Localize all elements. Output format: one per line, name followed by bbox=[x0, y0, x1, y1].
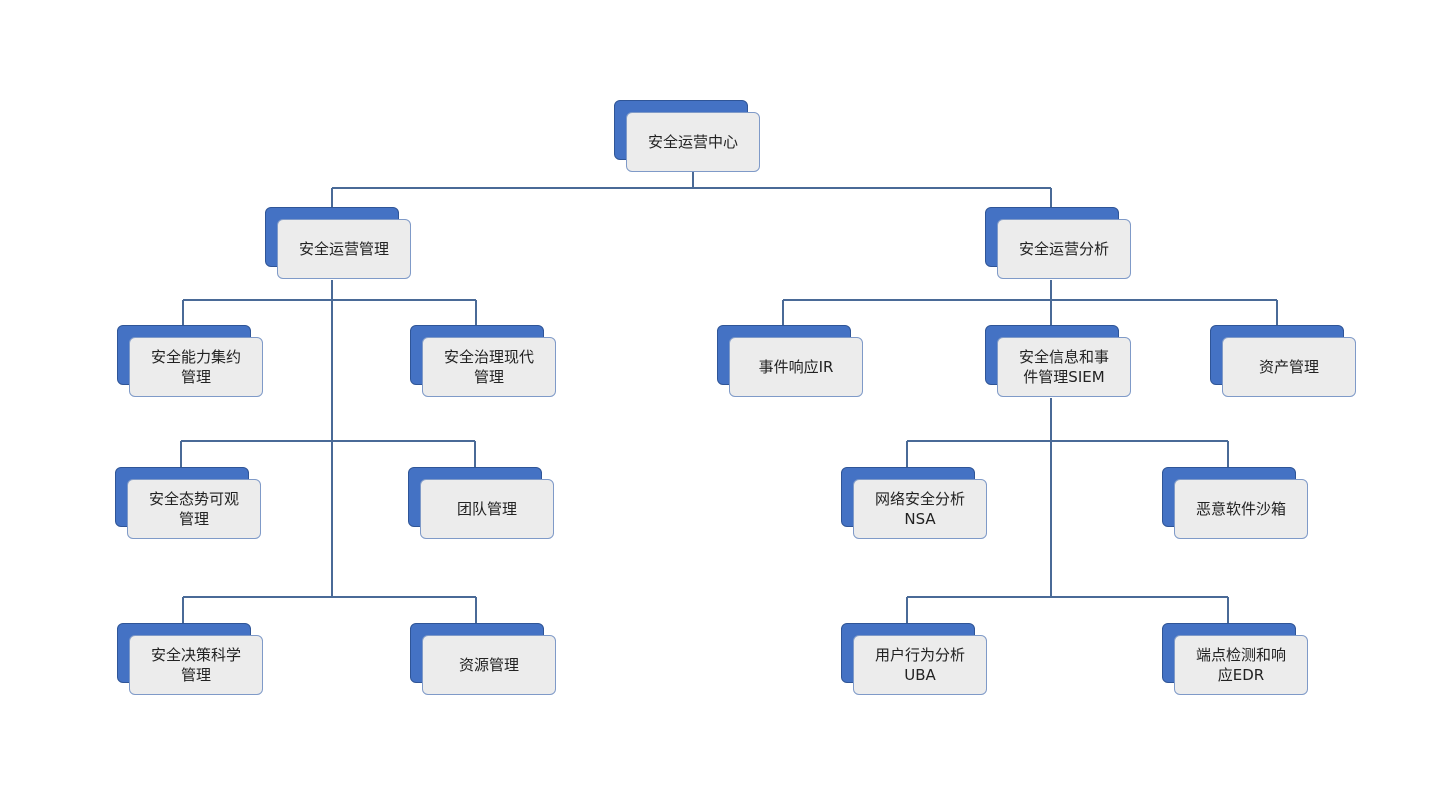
node-resource: 资源管理 bbox=[410, 623, 556, 695]
node-box: 安全决策科学 管理 bbox=[129, 635, 263, 695]
node-team: 团队管理 bbox=[408, 467, 554, 539]
node-label: 安全决策科学 管理 bbox=[150, 646, 241, 684]
node-label: 网络安全分析 NSA bbox=[874, 490, 965, 528]
node-edr: 端点检测和响 应EDR bbox=[1162, 623, 1308, 695]
node-decision: 安全决策科学 管理 bbox=[117, 623, 263, 695]
node-box: 端点检测和响 应EDR bbox=[1174, 635, 1308, 695]
node-box: 安全运营分析 bbox=[997, 219, 1131, 279]
node-label: 资产管理 bbox=[1258, 358, 1319, 376]
node-label: 团队管理 bbox=[456, 500, 517, 518]
node-label: 安全态势可观 管理 bbox=[148, 490, 239, 528]
node-cap: 安全能力集约 管理 bbox=[117, 325, 263, 397]
node-sandbox: 恶意软件沙箱 bbox=[1162, 467, 1308, 539]
node-box: 资源管理 bbox=[422, 635, 556, 695]
connector-mgmt-row1 bbox=[182, 299, 477, 328]
node-box: 安全运营中心 bbox=[626, 112, 760, 172]
node-box: 网络安全分析 NSA bbox=[853, 479, 987, 539]
connector-mgmt-row2 bbox=[180, 440, 476, 470]
node-label: 恶意软件沙箱 bbox=[1195, 500, 1286, 518]
node-box: 用户行为分析 UBA bbox=[853, 635, 987, 695]
connector-siem-row1 bbox=[906, 440, 1229, 470]
node-gov: 安全治理现代 管理 bbox=[410, 325, 556, 397]
node-nsa: 网络安全分析 NSA bbox=[841, 467, 987, 539]
connector-mgmt-row3 bbox=[182, 596, 477, 626]
node-box: 恶意软件沙箱 bbox=[1174, 479, 1308, 539]
node-label: 安全信息和事 件管理SIEM bbox=[1018, 348, 1109, 386]
node-box: 安全信息和事 件管理SIEM bbox=[997, 337, 1131, 397]
connector-analysis-row bbox=[782, 280, 1278, 328]
node-box: 团队管理 bbox=[420, 479, 554, 539]
node-root: 安全运营中心 bbox=[614, 100, 760, 172]
node-uba: 用户行为分析 UBA bbox=[841, 623, 987, 695]
node-posture: 安全态势可观 管理 bbox=[115, 467, 261, 539]
node-label: 端点检测和响 应EDR bbox=[1195, 646, 1286, 684]
node-label: 安全治理现代 管理 bbox=[443, 348, 534, 386]
connector-siem-row2 bbox=[906, 596, 1229, 626]
connector-root-branches bbox=[331, 172, 1052, 210]
node-box: 事件响应IR bbox=[729, 337, 863, 397]
node-analysis: 安全运营分析 bbox=[985, 207, 1131, 279]
node-label: 事件响应IR bbox=[758, 358, 834, 376]
node-box: 安全治理现代 管理 bbox=[422, 337, 556, 397]
node-label: 安全能力集约 管理 bbox=[150, 348, 241, 386]
node-mgmt: 安全运营管理 bbox=[265, 207, 411, 279]
node-box: 安全运营管理 bbox=[277, 219, 411, 279]
node-asset: 资产管理 bbox=[1210, 325, 1356, 397]
node-box: 资产管理 bbox=[1222, 337, 1356, 397]
node-ir: 事件响应IR bbox=[717, 325, 863, 397]
node-label: 安全运营中心 bbox=[647, 133, 738, 151]
node-siem: 安全信息和事 件管理SIEM bbox=[985, 325, 1131, 397]
node-label: 安全运营管理 bbox=[298, 240, 389, 258]
node-box: 安全态势可观 管理 bbox=[127, 479, 261, 539]
node-box: 安全能力集约 管理 bbox=[129, 337, 263, 397]
node-label: 用户行为分析 UBA bbox=[874, 646, 965, 684]
node-label: 资源管理 bbox=[458, 656, 519, 674]
node-label: 安全运营分析 bbox=[1018, 240, 1109, 258]
